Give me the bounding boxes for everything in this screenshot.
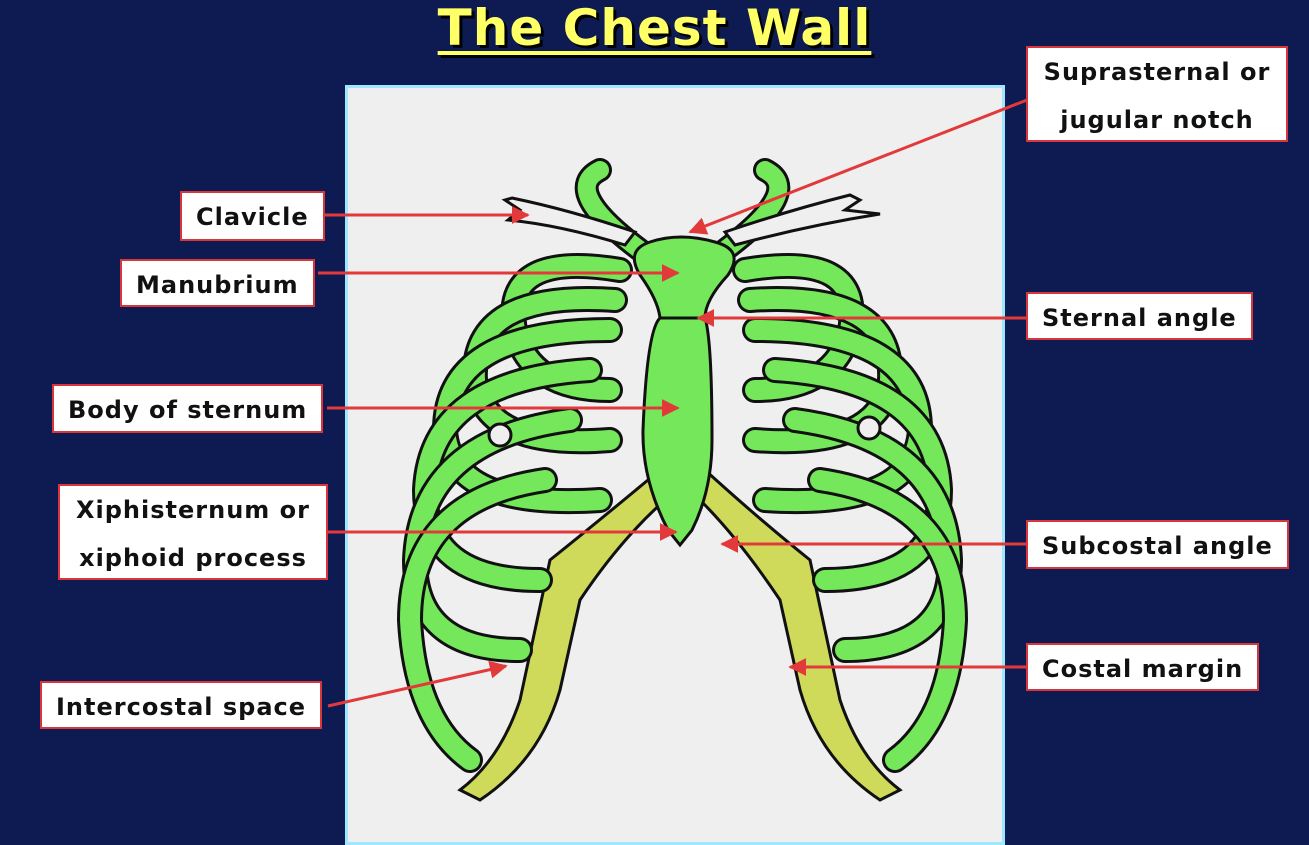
xiphisternum-label-line2: xiphoid process <box>79 544 307 572</box>
right-nipple <box>856 415 882 441</box>
right-clavicle <box>722 193 881 247</box>
body-of-sternum-label: Body of sternum <box>52 384 324 433</box>
suprasternal-label-line1: Suprasternal or <box>1043 58 1271 86</box>
suprasternal-arrow <box>688 98 1028 235</box>
costal-margin-label: Costal margin <box>1026 643 1260 691</box>
clavicle-label: Clavicle <box>180 191 325 241</box>
page-title: The Chest Wall <box>437 0 872 57</box>
left-nipple <box>487 422 513 448</box>
sternal-angle-label: Sternal angle <box>1026 292 1253 340</box>
right-costal-cartilage <box>698 467 903 802</box>
subcostal-angle-label: Subcostal angle <box>1026 520 1289 569</box>
intercostal-space-label: Intercostal space <box>40 681 323 729</box>
manubrium-label: Manubrium <box>120 259 315 307</box>
suprasternal-label-line2: jugular notch <box>1060 106 1254 134</box>
xiphisternum-label-line1: Xiphisternum or <box>76 496 310 524</box>
xiphisternum-label: Xiphisternum or xiphoid process <box>58 484 328 580</box>
suprasternal-label: Suprasternal or jugular notch <box>1026 46 1288 142</box>
right-ribs <box>713 158 969 773</box>
sternum <box>632 235 736 548</box>
intercostal-space-arrow <box>327 660 508 708</box>
left-costal-cartilage <box>457 467 667 802</box>
